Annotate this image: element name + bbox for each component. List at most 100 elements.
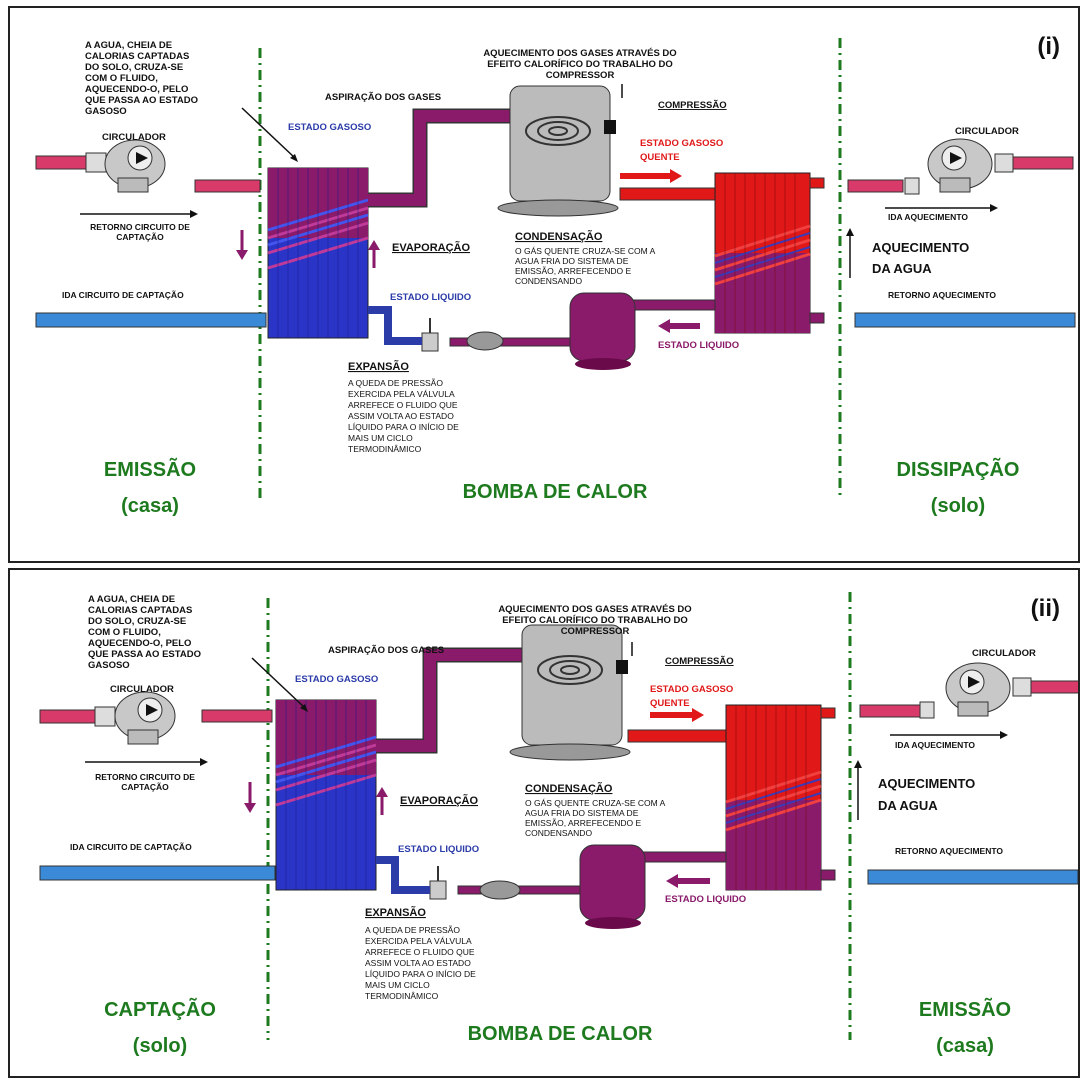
pipe-suction bbox=[368, 110, 510, 206]
diagram-panel-ii: A AGUA, CHEIA DE CALORIAS CAPTADAS DO SO… bbox=[8, 568, 1080, 1078]
pipe-liquid-right bbox=[641, 851, 727, 863]
panel-label: (ii) bbox=[1031, 595, 1060, 622]
circulador-left-label: CIRCULADOR bbox=[110, 684, 174, 695]
expansao-note-line-1: A QUEDA DE PRESSÃO bbox=[348, 378, 443, 388]
pipe-left-to-evaporator bbox=[194, 179, 261, 193]
aspiracao-label: ASPIRAÇÃO DOS GASES bbox=[328, 645, 444, 656]
evaporator-exchanger bbox=[267, 167, 369, 339]
compressor-icon bbox=[497, 85, 619, 217]
water-note-line-2: CALORIAS CAPTADAS bbox=[85, 51, 189, 62]
circulador-left-label: CIRCULADOR bbox=[102, 132, 166, 143]
water-note-line-5: AQUECENDO-O, PELO bbox=[85, 84, 188, 95]
compressor-icon bbox=[509, 624, 631, 761]
estado-gasoso-quente-line-2: QUENTE bbox=[640, 152, 680, 163]
condenser-exchanger bbox=[725, 704, 836, 891]
heating-note-line-3: COMPRESSOR bbox=[546, 70, 615, 81]
expansao-note-line-2: EXERCIDA PELA VÁLVULA bbox=[348, 389, 455, 399]
circulator-pump-right-icon bbox=[904, 138, 1014, 195]
heating-note-line-2: EFEITO CALORÍFICO DO TRABALHO DO bbox=[487, 59, 673, 70]
compressao-label: COMPRESSÃO bbox=[658, 100, 727, 111]
pipe-right-end bbox=[1030, 680, 1078, 694]
expansao-note-line-6: MAIS UM CICLO bbox=[365, 980, 430, 990]
condensacao-note-line-1: O GÁS QUENTE CRUZA-SE COM A bbox=[525, 798, 666, 808]
water-note-line-1: A AGUA, CHEIA DE bbox=[85, 40, 172, 51]
filter-icon bbox=[466, 331, 504, 351]
water-note-line-4: COM O FLUIDO, bbox=[85, 73, 158, 84]
pipe-liquid-left bbox=[449, 337, 571, 347]
pipe-retorno-aquecimento bbox=[854, 312, 1076, 328]
liquid-receiver-tank bbox=[579, 844, 646, 929]
estado-gasoso-left-label: ESTADO GASOSO bbox=[295, 674, 378, 685]
circulador-right-label: CIRCULADOR bbox=[955, 126, 1019, 137]
left-zone-title: EMISSÃO bbox=[104, 458, 196, 481]
aspiracao-label: ASPIRAÇÃO DOS GASES bbox=[325, 92, 441, 103]
condensacao-label: CONDENSAÇÃO bbox=[515, 230, 603, 243]
ida-aquecimento-label: IDA AQUECIMENTO bbox=[895, 740, 975, 750]
pipe-liquid-evap bbox=[376, 856, 430, 894]
expansao-note-line-4: ASSIM VOLTA AO ESTADO bbox=[348, 411, 454, 421]
expansao-note-line-6: MAIS UM CICLO bbox=[348, 433, 413, 443]
condensacao-note-line-3: EMISSÃO, ARREFECENDO E bbox=[515, 266, 632, 276]
water-note-line-6: QUE PASSA AO ESTADO bbox=[85, 95, 198, 106]
condenser-exchanger bbox=[714, 172, 825, 334]
heating-note-line-3: COMPRESSOR bbox=[561, 626, 630, 637]
evaporacao-label: EVAPORAÇÃO bbox=[392, 241, 470, 254]
estado-gasoso-quente-line-1: ESTADO GASOSO bbox=[640, 138, 723, 149]
ida-aquecimento-label: IDA AQUECIMENTO bbox=[888, 212, 968, 222]
estado-liquido-right-label: ESTADO LIQUIDO bbox=[658, 340, 739, 351]
right-zone-title: EMISSÃO bbox=[919, 998, 1011, 1021]
expansion-valve-icon bbox=[429, 866, 447, 900]
diagram-panel-i: A AGUA, CHEIA DE CALORIAS CAPTADAS DO SO… bbox=[8, 6, 1080, 563]
water-note-line-5: AQUECENDO-O, PELO bbox=[88, 638, 191, 649]
pipe-left-to-evaporator bbox=[201, 709, 273, 723]
estado-liquido-left-label: ESTADO LIQUIDO bbox=[398, 844, 479, 855]
right-zone-subtitle: (solo) bbox=[931, 495, 985, 517]
aquecimento-agua-line-2: DA AGUA bbox=[872, 261, 932, 276]
evaporator-exchanger bbox=[275, 699, 377, 891]
retorno-captacao-line-2: CAPTAÇÃO bbox=[116, 232, 164, 242]
right-zone-subtitle: (casa) bbox=[936, 1035, 994, 1057]
pipe-right-end bbox=[1012, 156, 1074, 170]
pipe-right-out bbox=[859, 704, 921, 718]
panel-label: (i) bbox=[1037, 33, 1060, 60]
liquid-receiver-tank bbox=[569, 292, 636, 370]
right-zone-title: DISSIPAÇÃO bbox=[897, 458, 1020, 481]
arrow-hot-gas-icon bbox=[620, 169, 682, 183]
pipe-left-in bbox=[39, 709, 96, 724]
aquecimento-agua-line-1: AQUECIMENTO bbox=[878, 776, 975, 791]
heating-note-line-1: AQUECIMENTO DOS GASES ATRAVÉS DO bbox=[498, 604, 691, 615]
condensacao-note-line-4: CONDENSANDO bbox=[515, 276, 582, 286]
retorno-captacao-line-1: RETORNO CIRCUITO DE bbox=[90, 222, 190, 232]
water-note-line-3: DO SOLO, CRUZA-SE bbox=[85, 62, 183, 73]
expansao-note-line-4: ASSIM VOLTA AO ESTADO bbox=[365, 958, 471, 968]
arrow-liquid-icon bbox=[666, 874, 710, 888]
heat-pump-diagram-i: A AGUA, CHEIA DE CALORIAS CAPTADAS DO SO… bbox=[35, 33, 1076, 517]
condensacao-note-line-1: O GÁS QUENTE CRUZA-SE COM A bbox=[515, 246, 656, 256]
expansao-label: EXPANSÃO bbox=[348, 360, 409, 373]
expansao-note-line-7: TERMODINÂMICO bbox=[365, 991, 439, 1001]
circulator-pump-right-icon bbox=[919, 662, 1032, 719]
estado-liquido-right-label: ESTADO LIQUIDO bbox=[665, 894, 746, 905]
pipe-ida-captacao bbox=[39, 865, 276, 881]
estado-gasoso-quente-line-1: ESTADO GASOSO bbox=[650, 684, 733, 695]
expansao-label: EXPANSÃO bbox=[365, 906, 426, 919]
arrow-water-note-icon bbox=[241, 107, 296, 159]
pipe-hot-gas bbox=[619, 187, 716, 201]
condensacao-note-line-3: EMISSÃO, ARREFECENDO E bbox=[525, 818, 642, 828]
filter-icon bbox=[479, 880, 521, 900]
ida-captacao-label: IDA CIRCUITO DE CAPTAÇÃO bbox=[62, 290, 184, 300]
estado-gasoso-left-label: ESTADO GASOSO bbox=[288, 122, 371, 133]
aquecimento-agua-line-2: DA AGUA bbox=[878, 798, 938, 813]
expansao-note-line-2: EXERCIDA PELA VÁLVULA bbox=[365, 936, 472, 946]
pipe-liquid-right bbox=[629, 299, 716, 311]
expansao-note-line-7: TERMODINÂMICO bbox=[348, 444, 422, 454]
ida-captacao-label: IDA CIRCUITO DE CAPTAÇÃO bbox=[70, 842, 192, 852]
heat-pump-diagram-ii: A AGUA, CHEIA DE CALORIAS CAPTADAS DO SO… bbox=[39, 592, 1078, 1057]
expansion-valve-icon bbox=[421, 318, 439, 352]
estado-liquido-left-label: ESTADO LIQUIDO bbox=[390, 292, 471, 303]
water-note-line-2: CALORIAS CAPTADAS bbox=[88, 605, 192, 616]
center-title: BOMBA DE CALOR bbox=[468, 1023, 653, 1045]
pipe-suction bbox=[376, 649, 522, 752]
estado-gasoso-quente-line-2: QUENTE bbox=[650, 698, 690, 709]
condensacao-label: CONDENSAÇÃO bbox=[525, 782, 613, 795]
